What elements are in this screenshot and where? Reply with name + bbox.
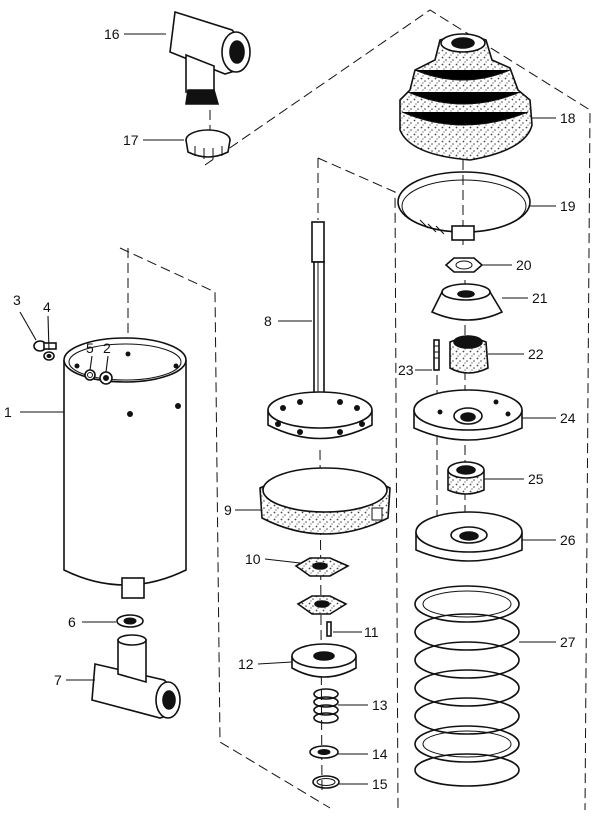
part-15-snap-ring xyxy=(312,775,340,789)
part-19-hose-clamp xyxy=(397,171,531,241)
callout-8: 8 xyxy=(264,313,272,329)
callout-11: 11 xyxy=(364,624,379,640)
part-3-screw xyxy=(33,340,57,352)
callout-21: 21 xyxy=(532,290,548,306)
callout-20: 20 xyxy=(516,257,532,273)
part-9-band-ring xyxy=(259,467,391,535)
part-2-grommet xyxy=(99,371,113,385)
callout-6: 6 xyxy=(68,614,76,630)
callout-26: 26 xyxy=(560,532,576,548)
part-20-nut xyxy=(444,257,484,273)
callout-2: 2 xyxy=(103,340,111,356)
part-21-conical-cup xyxy=(430,283,504,321)
part-5-grommet xyxy=(84,369,96,381)
callout-24: 24 xyxy=(560,410,576,426)
part-10-wing-retainer xyxy=(294,557,350,615)
part-7-tee-fitting xyxy=(91,634,181,719)
part-14-washer xyxy=(309,745,339,759)
part-17-clamp-ring xyxy=(185,129,231,159)
callout-7: 7 xyxy=(54,672,62,688)
part-18-bellows-boot xyxy=(399,33,533,161)
callout-12: 12 xyxy=(238,656,254,672)
part-22-bushing xyxy=(449,335,489,374)
callout-14: 14 xyxy=(372,746,388,762)
callout-16: 16 xyxy=(104,26,120,42)
callout-1: 1 xyxy=(4,404,12,420)
part-26-lower-spring-seat xyxy=(415,511,523,562)
part-6-washer xyxy=(116,614,144,628)
callout-19: 19 xyxy=(560,198,576,214)
part-1-cylinder-housing xyxy=(63,337,187,599)
callout-22: 22 xyxy=(528,346,544,362)
callout-9: 9 xyxy=(224,502,232,518)
callout-10: 10 xyxy=(245,551,261,567)
part-13-small-spring xyxy=(313,688,339,724)
callout-23: 23 xyxy=(398,362,414,378)
part-8-piston-rod xyxy=(267,221,373,440)
callout-15: 15 xyxy=(372,776,388,792)
part-4-washer xyxy=(43,351,55,361)
callout-18: 18 xyxy=(560,110,576,126)
leader-lines xyxy=(19,33,556,785)
part-11-pin xyxy=(326,621,332,637)
callout-25: 25 xyxy=(528,471,544,487)
callout-labels: 1 2 3 4 5 6 7 8 9 10 11 12 13 14 15 16 1… xyxy=(4,26,576,792)
callout-13: 13 xyxy=(372,697,388,713)
part-25-sleeve xyxy=(447,461,485,495)
part-12-disc xyxy=(291,643,357,678)
part-16-elbow-fitting xyxy=(169,10,251,105)
part-23-pin xyxy=(433,339,440,371)
callout-4: 4 xyxy=(43,299,51,315)
callout-27: 27 xyxy=(560,634,576,650)
callout-5: 5 xyxy=(86,340,94,356)
callout-3: 3 xyxy=(13,292,21,308)
callout-17: 17 xyxy=(123,132,139,148)
part-24-upper-spring-seat xyxy=(413,389,523,441)
part-27-coil-spring xyxy=(414,585,520,787)
